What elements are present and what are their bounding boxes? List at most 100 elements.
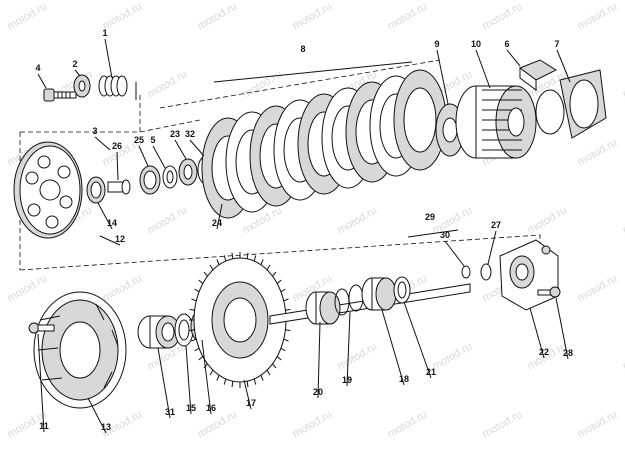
callout-label: 9 xyxy=(434,39,439,49)
callout-label: 21 xyxy=(426,367,436,377)
part-8-clutch-plate-pack xyxy=(201,69,447,219)
gear-tooth xyxy=(276,356,282,361)
callout-label: 22 xyxy=(539,347,549,357)
watermark-text: motod.ru xyxy=(6,272,50,304)
gear-tooth xyxy=(283,338,289,342)
gear-tooth xyxy=(231,252,234,259)
leader-line xyxy=(138,145,149,167)
watermark-text: motod.ru xyxy=(386,408,430,440)
gear-tooth xyxy=(203,363,208,369)
part-1-spring xyxy=(98,75,128,97)
watermark-text: motod.ru xyxy=(336,204,380,236)
watermark-text: motod.ru xyxy=(526,204,570,236)
callout-label: 24 xyxy=(212,218,222,228)
gear-tooth xyxy=(285,308,291,311)
leader-line xyxy=(317,321,321,399)
watermark-text: motod.ru xyxy=(431,340,475,372)
watermark-text: motod.ru xyxy=(146,68,190,100)
part-2-washer xyxy=(73,74,91,98)
watermark-text: motod.ru xyxy=(386,0,430,32)
watermark-text: motod.ru xyxy=(6,0,50,32)
gear-tooth xyxy=(253,378,257,385)
callout-label: 11 xyxy=(39,421,49,431)
watermark-text: motod.ru xyxy=(576,272,620,304)
clutch-plate-bore xyxy=(403,87,437,153)
gear-tooth xyxy=(194,288,200,293)
leader-line xyxy=(529,307,545,359)
part-11-bolt xyxy=(28,322,55,334)
leader-lines xyxy=(37,38,571,434)
part-26-push-piece xyxy=(107,179,131,195)
watermark-text: motod.ru xyxy=(621,68,625,100)
callout-label: 5 xyxy=(150,135,155,145)
part-12-pressure-plate xyxy=(13,141,83,239)
callout-label: 15 xyxy=(186,403,196,413)
gear-tooth xyxy=(216,259,220,265)
callout-label: 8 xyxy=(300,44,305,54)
callout-label: 26 xyxy=(112,141,122,151)
watermark-text: motod.ru xyxy=(101,272,145,304)
callout-label: 1 xyxy=(102,28,107,38)
callout-label: 25 xyxy=(134,135,144,145)
leader-line xyxy=(157,347,171,419)
leader-line xyxy=(201,339,212,415)
gear-tooth xyxy=(280,347,286,352)
gear-tooth xyxy=(276,279,282,284)
leader-line xyxy=(444,240,465,267)
leader-line xyxy=(174,139,187,160)
leader-line xyxy=(97,202,113,230)
leader-line xyxy=(87,397,107,434)
leader-line xyxy=(189,139,205,157)
leader-line xyxy=(381,309,405,386)
part-10-clutch-hub xyxy=(455,85,537,159)
callout-label: 17 xyxy=(246,398,256,408)
leader-line xyxy=(37,333,45,433)
callout-label: 28 xyxy=(563,348,573,358)
leader-line xyxy=(116,151,119,181)
callout-label: 23 xyxy=(170,129,180,139)
part-30-o-ring xyxy=(461,265,471,279)
gear-tooth xyxy=(209,264,214,271)
part-18-bearing xyxy=(361,277,397,311)
part-23-nut xyxy=(178,158,198,186)
part-13-clutch-basket xyxy=(33,291,127,409)
leader-line xyxy=(346,311,351,387)
gear-tooth xyxy=(266,369,271,376)
part-25-bearing xyxy=(139,165,161,195)
part-20-needle-bearing xyxy=(305,291,341,325)
gear-tooth xyxy=(246,252,249,259)
callout-label: 16 xyxy=(206,403,216,413)
part-22-slave-cylinder xyxy=(499,239,559,311)
leader-line xyxy=(37,73,47,89)
gear-tooth xyxy=(260,259,264,265)
leader-line xyxy=(506,49,521,67)
callout-label: 7 xyxy=(554,39,559,49)
leader-line xyxy=(99,235,121,246)
gear-tooth xyxy=(272,271,277,277)
callout-label: 3 xyxy=(92,126,97,136)
watermark-text: motod.ru xyxy=(146,204,190,236)
gear-tooth xyxy=(266,264,271,271)
part-15-thrust-washer xyxy=(174,313,194,347)
gear-tooth xyxy=(209,369,214,376)
part-27-seal xyxy=(480,263,492,281)
part-31-bushing xyxy=(137,315,181,349)
leader-line xyxy=(216,203,223,230)
gear-tooth xyxy=(198,356,204,361)
leader-line xyxy=(487,230,497,265)
gear-tooth xyxy=(216,375,220,381)
watermark-text: motod.ru xyxy=(481,408,525,440)
callout-label: 20 xyxy=(313,387,323,397)
bracket-part-8 xyxy=(213,61,413,83)
watermark-text: motod.ru xyxy=(291,0,335,32)
watermark-text: motod.ru xyxy=(576,136,620,168)
gear-tooth xyxy=(198,279,204,284)
part-14-ring xyxy=(86,176,106,204)
leader-line xyxy=(555,297,569,360)
gear-tooth xyxy=(253,255,257,262)
watermark-text: motod.ru xyxy=(481,0,525,32)
gear-tooth xyxy=(231,381,234,388)
